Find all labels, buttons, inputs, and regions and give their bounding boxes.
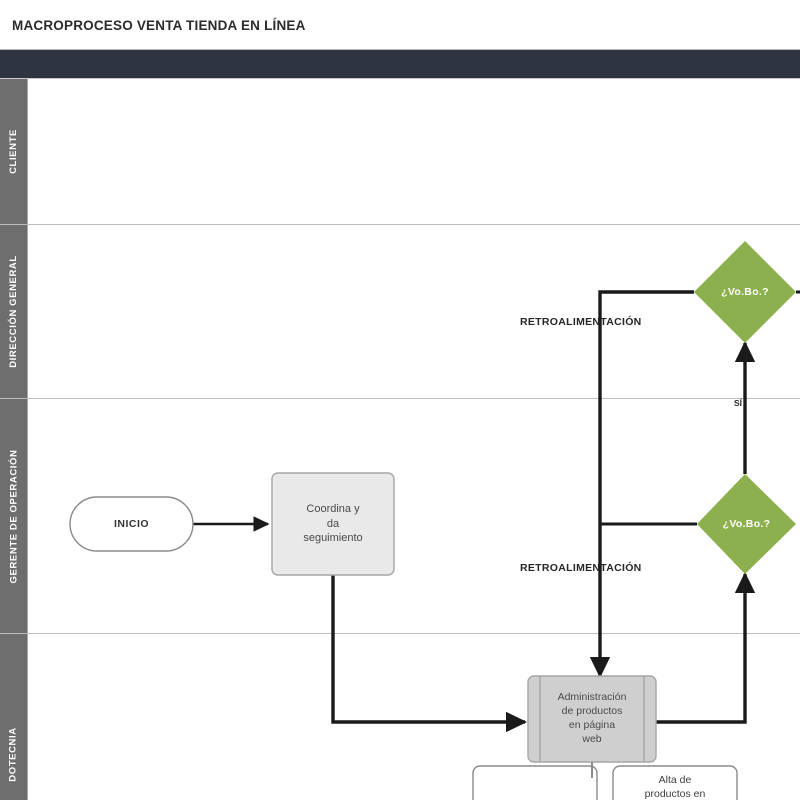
swimlane-header-gerente-de-operacion: GERENTE DE OPERACIÓN — [0, 399, 28, 633]
swimlane-cliente: CLIENTE — [0, 79, 800, 224]
swimlane-body-direccion-general — [28, 225, 800, 398]
swimlane-header-mercadotecnia: DOTECNIA — [0, 634, 28, 800]
swimlane-container: CLIENTE DIRECCIÓN GENERAL GERENTE DE OPE… — [0, 79, 800, 800]
swimlane-gerente-de-operacion: GERENTE DE OPERACIÓN — [0, 398, 800, 633]
swimlane-body-mercadotecnia — [28, 634, 800, 800]
header-band — [0, 49, 800, 79]
swimlane-label-direccion-general: DIRECCIÓN GENERAL — [8, 255, 20, 368]
swimlane-header-direccion-general: DIRECCIÓN GENERAL — [0, 225, 28, 398]
swimlane-label-mercadotecnia: DOTECNIA — [8, 726, 20, 782]
swimlane-mercadotecnia: DOTECNIA — [0, 633, 800, 800]
title-bar: MACROPROCESO VENTA TIENDA EN LÍNEA — [0, 0, 800, 49]
page-title: MACROPROCESO VENTA TIENDA EN LÍNEA — [12, 18, 306, 33]
swimlane-label-gerente-de-operacion: GERENTE DE OPERACIÓN — [8, 449, 19, 583]
swimlane-body-gerente-de-operacion — [28, 399, 800, 633]
swimlane-direccion-general: DIRECCIÓN GENERAL — [0, 224, 800, 398]
swimlane-label-cliente: CLIENTE — [8, 129, 19, 174]
swimlane-body-cliente — [28, 79, 800, 224]
swimlane-header-cliente: CLIENTE — [0, 79, 28, 224]
